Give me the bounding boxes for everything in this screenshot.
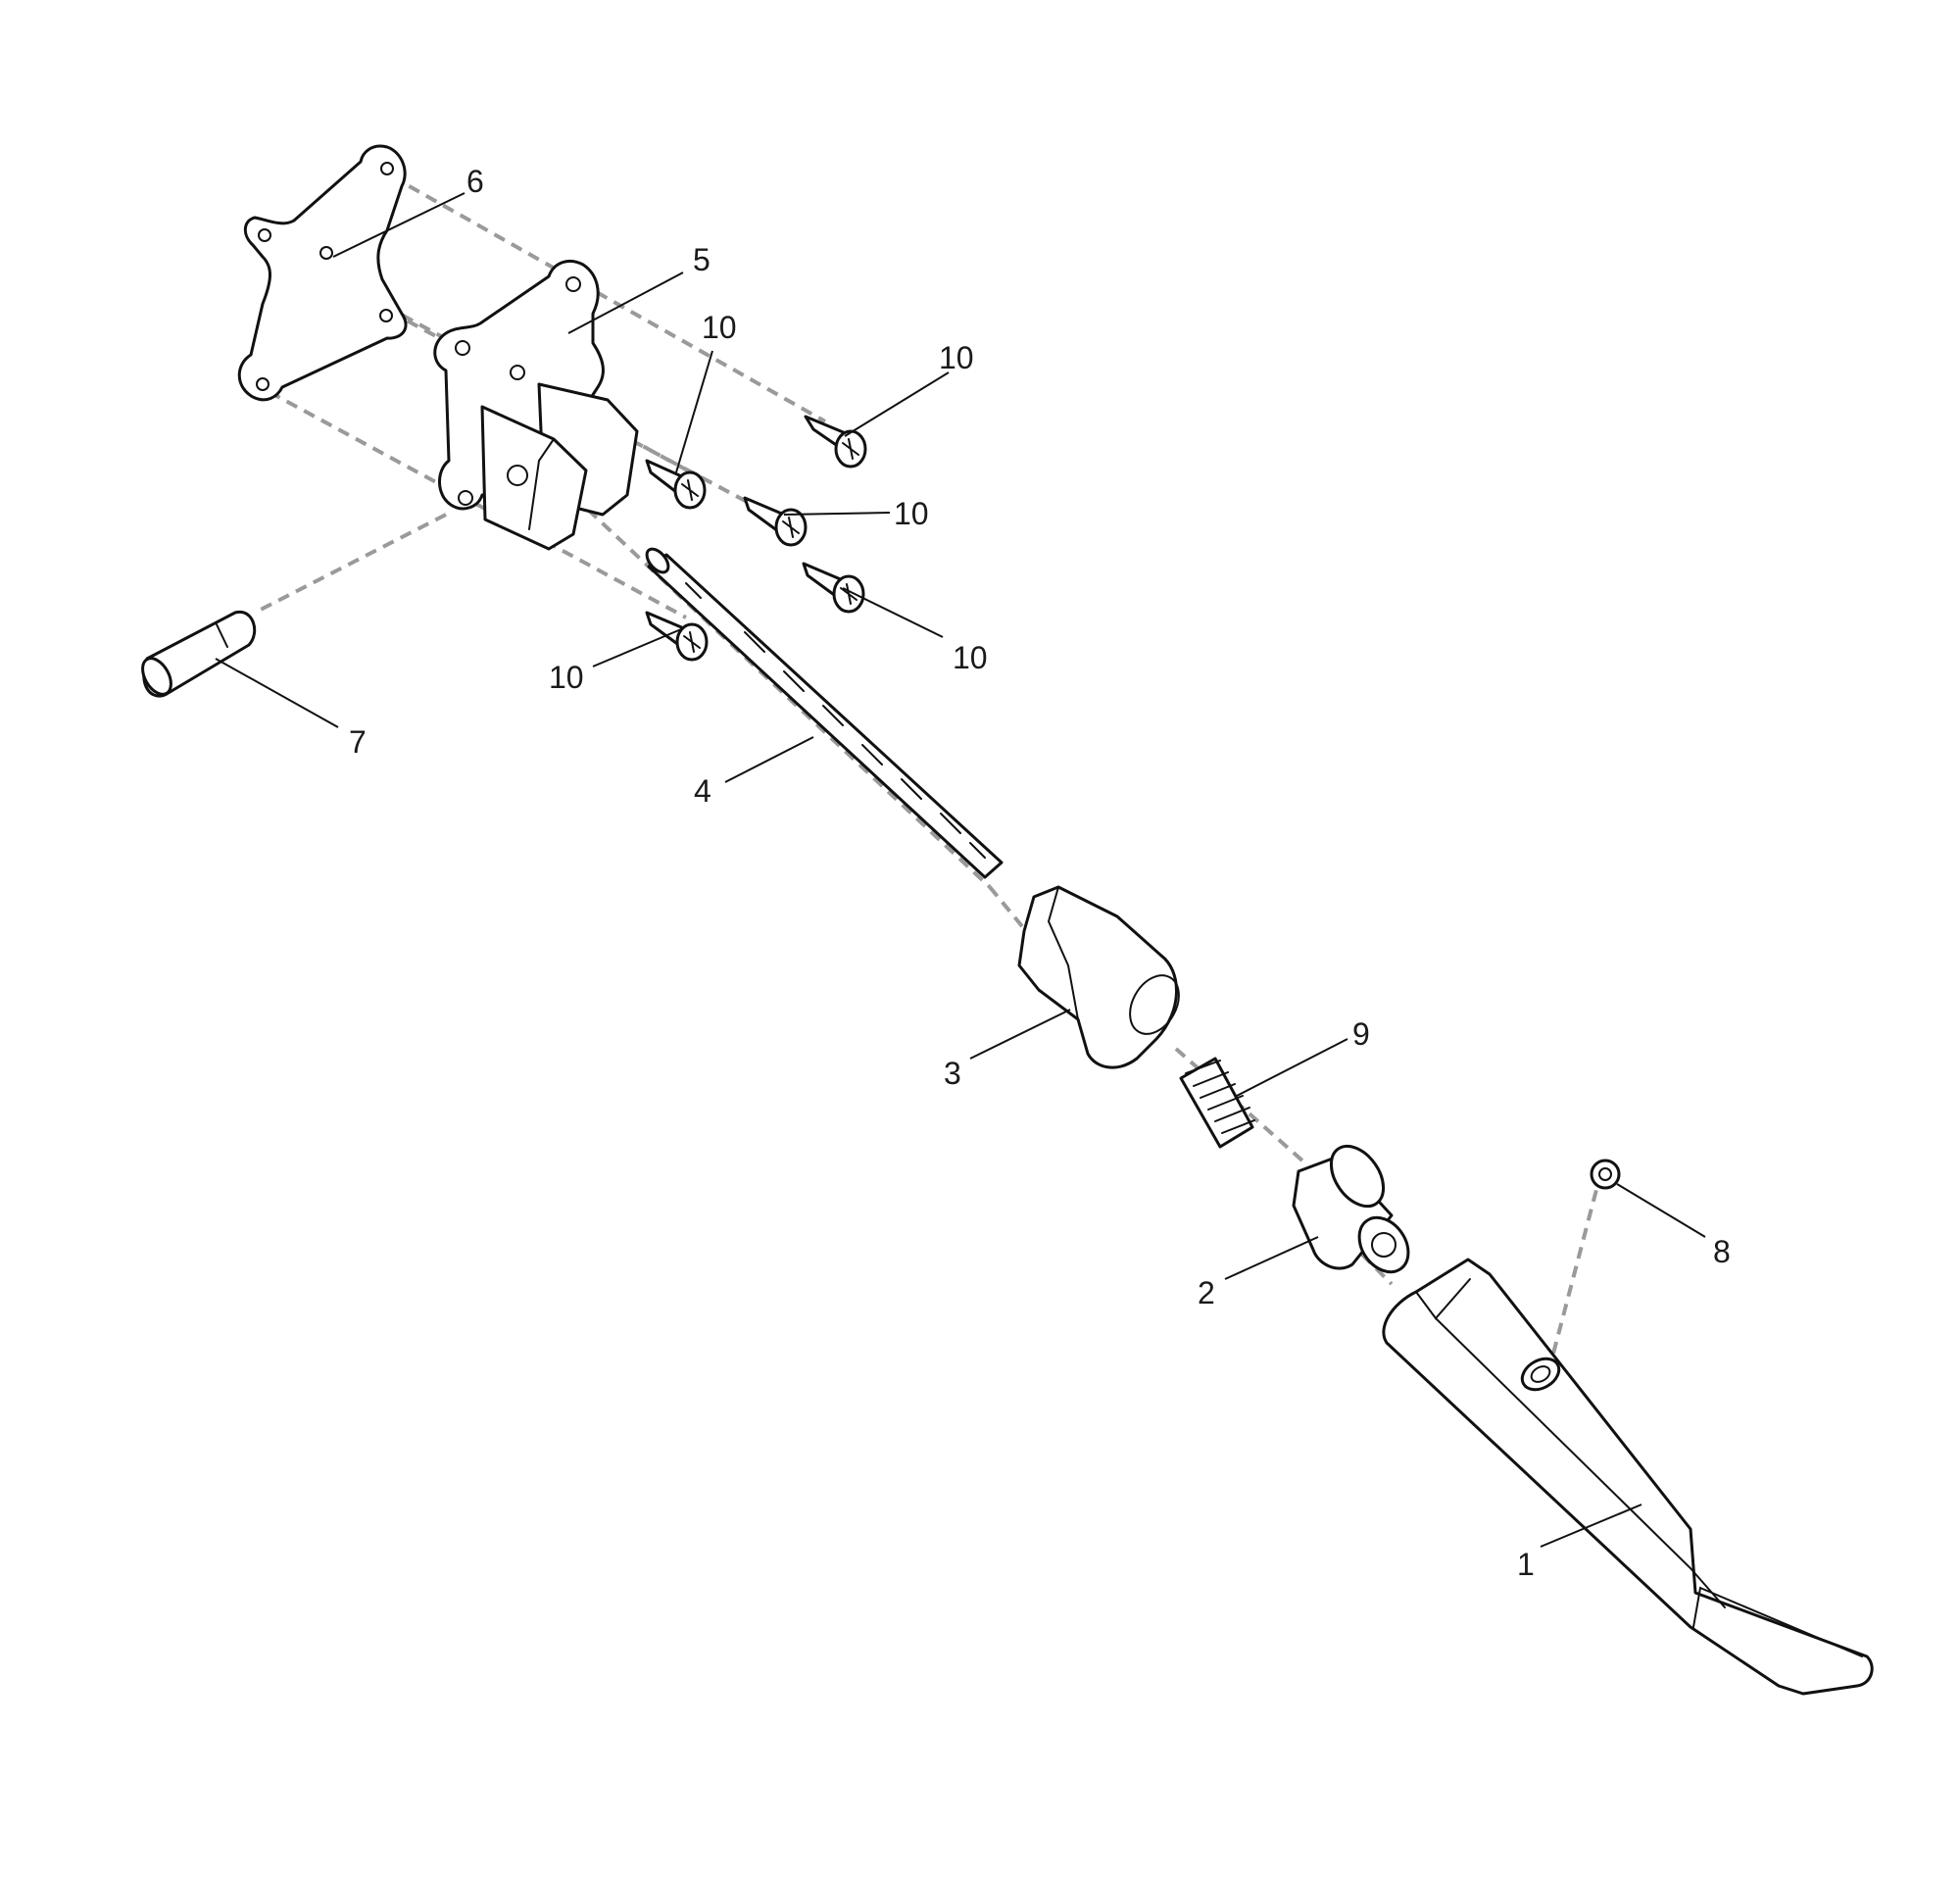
callout-7: 7 [349,724,367,760]
callout-9: 9 [1352,1016,1370,1052]
callout-10-top: 10 [702,310,737,345]
callout-6: 6 [466,164,484,199]
mounting-plate-part-6 [237,144,408,402]
callout-labels: 6 5 10 10 10 10 10 7 4 3 9 2 8 1 [349,164,1731,1582]
callout-10-right-mid: 10 [894,496,929,531]
screw-10-mid-a [645,459,707,510]
callout-3: 3 [944,1056,961,1091]
housing-part-5 [433,260,639,551]
nut-part-8 [1590,1159,1621,1190]
screw-10-mid-c [802,562,865,614]
callout-2: 2 [1198,1275,1215,1310]
threaded-rod-part-4 [645,547,1004,879]
spring-part-9 [1179,1057,1255,1149]
knob-part-3 [1017,885,1180,1069]
screw-10-low [645,611,709,662]
screw-10-top-right [804,415,867,469]
collar-part-2 [1292,1144,1410,1274]
callout-10-right-top: 10 [939,340,974,375]
pin-part-7 [141,610,257,698]
callout-5: 5 [693,242,710,277]
callout-8: 8 [1713,1234,1731,1269]
lever-handle-part-1 [1382,1258,1874,1696]
callout-1: 1 [1517,1547,1535,1582]
callout-4: 4 [694,773,711,809]
callout-10-left: 10 [549,660,584,695]
callout-10-right-low: 10 [953,640,988,675]
screw-10-mid-b [743,496,808,547]
callout-leaders [215,192,1706,1548]
